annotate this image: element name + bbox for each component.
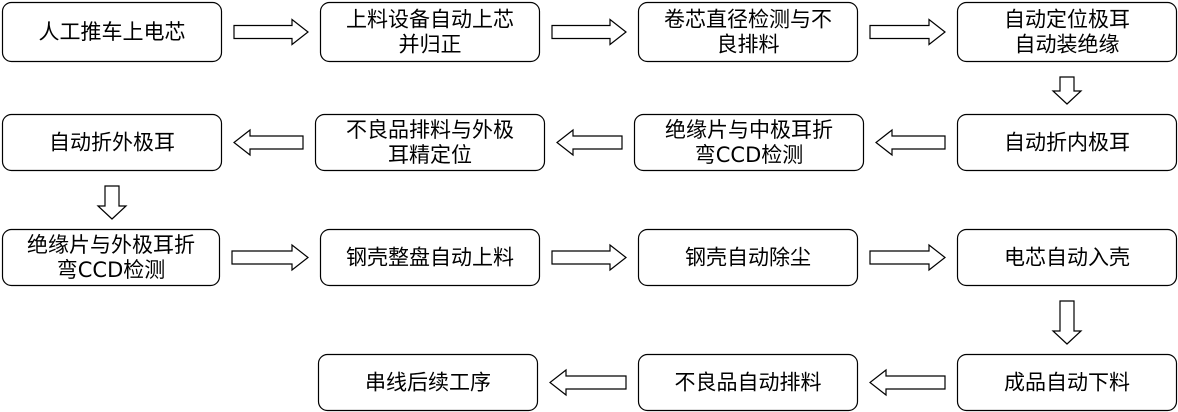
process-step-box (319, 1, 541, 63)
process-step-box (637, 1, 859, 63)
process-step-label: 自动装绝缘 (1015, 33, 1120, 57)
process-step-box (319, 228, 541, 287)
flow-arrow-right (869, 243, 946, 272)
process-step-label: 人工推车上电芯 (39, 20, 186, 44)
process-step-label: 串线后续工序 (365, 371, 491, 395)
flow-arrow-left (875, 128, 946, 157)
process-step-box (956, 353, 1178, 412)
flow-arrow-down (96, 185, 128, 220)
process-step-label: 自动折内极耳 (1004, 131, 1130, 155)
flow-arrow-right (869, 18, 946, 46)
flow-arrow-left (549, 368, 627, 397)
flow-arrow-right (551, 18, 627, 46)
process-step-box (956, 228, 1178, 287)
process-step-label: 耳精定位 (388, 143, 472, 167)
flow-arrow-left (869, 368, 946, 397)
process-step-box (1, 1, 223, 63)
process-step-label: 自动折外极耳 (49, 131, 175, 155)
process-step-s8: 自动折外极耳 (1, 113, 223, 172)
process-step-s5: 自动折内极耳 (956, 113, 1178, 172)
process-step-label: 弯CCD检测 (695, 143, 804, 167)
flow-arrow-right (233, 18, 309, 46)
process-step-label: 钢壳整盘自动上料 (346, 246, 514, 270)
process-step-box (637, 353, 859, 412)
process-step-label: 不良品自动排料 (675, 371, 822, 395)
process-step-label: 良排料 (717, 33, 780, 57)
process-step-s15: 串线后续工序 (317, 353, 539, 412)
flow-arrow-right (551, 243, 627, 272)
process-step-s14: 不良品自动排料 (637, 353, 859, 412)
process-step-box (956, 1, 1178, 63)
process-step-box (1, 228, 221, 287)
process-step-label: 不良品排料与外极 (346, 118, 514, 142)
flow-arrow-left (556, 128, 623, 157)
process-step-s10: 钢壳整盘自动上料 (319, 228, 541, 287)
process-step-label: 成品自动下料 (1004, 371, 1130, 395)
process-step-box (956, 113, 1178, 172)
arrows-layer (96, 18, 1083, 397)
process-step-box (1, 113, 223, 172)
flow-arrow-down (1051, 300, 1083, 345)
process-step-label: 钢壳自动除尘 (685, 246, 811, 270)
process-step-label: 电芯自动入壳 (1004, 246, 1130, 270)
process-step-s12: 电芯自动入壳 (956, 228, 1178, 287)
flow-arrow-right (231, 243, 309, 272)
process-step-label: 并归正 (399, 33, 462, 57)
process-step-box (633, 113, 865, 172)
process-step-box (314, 113, 546, 172)
process-step-s1: 人工推车上电芯 (1, 1, 223, 63)
process-step-label: 上料设备自动上芯 (346, 8, 514, 32)
process-step-label: 卷芯直径检测与不 (664, 8, 832, 32)
flow-arrow-down (1051, 76, 1083, 105)
process-step-s13: 成品自动下料 (956, 353, 1178, 412)
process-step-label: 绝缘片与外极耳折 (27, 233, 195, 257)
process-step-box (637, 228, 859, 287)
process-step-s11: 钢壳自动除尘 (637, 228, 859, 287)
process-step-label: 弯CCD检测 (57, 258, 166, 282)
process-step-label: 自动定位极耳 (1004, 8, 1130, 32)
flow-arrow-left (233, 128, 304, 157)
process-step-label: 绝缘片与中极耳折 (665, 118, 833, 142)
process-step-box (317, 353, 539, 412)
